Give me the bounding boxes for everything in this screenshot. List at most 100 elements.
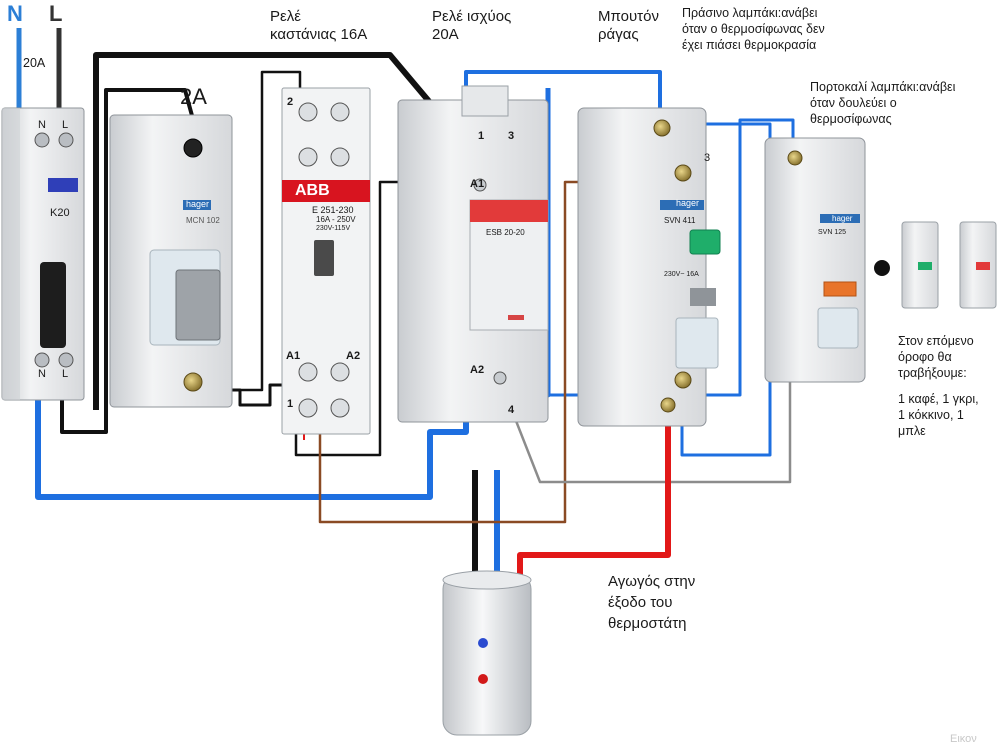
contactor-screw-a2 bbox=[493, 371, 507, 385]
timer-model: E 251-230 bbox=[312, 205, 354, 215]
timer-terminal-a1: A1 bbox=[286, 350, 301, 362]
hager-logo-icon bbox=[820, 214, 860, 223]
orange-lamp-note-1: Πορτοκαλί λαμπάκι:ανάβει bbox=[810, 80, 956, 94]
mcb-blue-label-icon bbox=[48, 178, 78, 192]
rail-button-brand: hager bbox=[676, 198, 700, 208]
button-actuator[interactable] bbox=[690, 288, 716, 306]
next-floor-note-4: 1 καφέ, 1 γκρι, bbox=[898, 392, 979, 406]
black-wire-timer-loop bbox=[200, 70, 302, 392]
mcb-bottom-terminal-l: L bbox=[62, 368, 69, 380]
supply-breaker-rating: 20A bbox=[23, 56, 46, 70]
button-screw-red bbox=[660, 397, 676, 413]
supply-neutral-label: N bbox=[7, 1, 23, 26]
power-relay-caption-1: Ρελέ ισχύος bbox=[432, 8, 512, 25]
indicator-lamp-model: SVN 125 bbox=[818, 229, 847, 236]
heater-red-indicator-icon bbox=[478, 674, 488, 684]
watermark: Εικον bbox=[950, 733, 977, 745]
next-floor-note-6: μπλε bbox=[898, 424, 926, 438]
power-contactor[interactable] bbox=[397, 85, 549, 423]
mcb-terminal-screw bbox=[34, 132, 50, 148]
isolator-bottom-screw bbox=[183, 372, 203, 392]
abb-brand: ABB bbox=[295, 182, 330, 199]
hager-logo-icon bbox=[660, 200, 704, 210]
next-floor-note-2: όροφο θα bbox=[898, 350, 952, 364]
rail-button-terminal-3: 3 bbox=[704, 152, 711, 164]
timer-screw bbox=[330, 102, 350, 122]
rail-button-model: SVN 411 bbox=[664, 216, 696, 225]
button-screw-3 bbox=[674, 164, 692, 182]
isolator-toggle[interactable] bbox=[175, 269, 221, 341]
thermostat-note-2: έξοδο του bbox=[608, 594, 673, 611]
power-relay-caption-2: 20Α bbox=[432, 26, 459, 43]
mcb-terminal-screw bbox=[34, 352, 50, 368]
rail-button-rating: 230V~ 16A bbox=[664, 271, 699, 278]
timer-screw-a2 bbox=[330, 362, 350, 382]
next-floor-note-5: 1 κόκκινο, 1 bbox=[898, 408, 964, 422]
contactor-terminal-a2: A2 bbox=[470, 364, 485, 376]
contactor-terminal-a1: A1 bbox=[470, 178, 485, 190]
blue-wire-lamp-return bbox=[672, 122, 772, 457]
timer-terminal-2: 2 bbox=[287, 96, 294, 108]
button-screw-top bbox=[653, 119, 671, 137]
mcb-toggle-lever[interactable] bbox=[40, 262, 66, 348]
supply-line-label: L bbox=[49, 1, 63, 26]
mcb-terminal-screw bbox=[58, 132, 74, 148]
mcb-model-label: K20 bbox=[50, 207, 70, 219]
green-lamp-button[interactable] bbox=[689, 229, 721, 255]
indicator-lamp-module[interactable] bbox=[764, 137, 866, 383]
green-lamp-note-1: Πράσινο λαμπάκι:ανάβει bbox=[682, 6, 818, 20]
timer-relay-caption-1: Ρελέ bbox=[270, 8, 301, 25]
mcb-top-terminal-l: L bbox=[62, 119, 69, 131]
contactor-terminal-4: 4 bbox=[508, 404, 515, 416]
bullet-dot-icon bbox=[874, 260, 890, 276]
timer-selector-knob[interactable] bbox=[314, 240, 334, 276]
contactor-screw bbox=[473, 178, 487, 192]
rail-button-caption-2: ράγας bbox=[598, 26, 639, 43]
spare-modules-preview bbox=[874, 221, 997, 309]
isolator-switch[interactable] bbox=[109, 114, 233, 408]
green-lamp-note-3: έχει πιάσει θερμοκρασία bbox=[682, 38, 817, 52]
isolator-model: MCN 102 bbox=[186, 216, 220, 225]
timer-relay[interactable] bbox=[281, 87, 371, 435]
orange-lamp bbox=[823, 281, 857, 297]
next-floor-note-1: Στον επόμενο bbox=[898, 334, 974, 348]
timer-screw-2 bbox=[298, 102, 318, 122]
next-floor-note-3: τραβήξουμε: bbox=[898, 366, 967, 380]
thermostat-note-1: Αγωγός στην bbox=[608, 573, 696, 590]
timer-screw-a1 bbox=[298, 362, 318, 382]
heater-blue-indicator-icon bbox=[478, 638, 488, 648]
timer-screw-1 bbox=[298, 398, 318, 418]
timer-relay-caption-2: καστάνιας 16Α bbox=[270, 26, 368, 43]
hager-logo-icon bbox=[183, 200, 211, 210]
red-thermostat-wire bbox=[517, 408, 671, 582]
abb-red-band bbox=[282, 180, 370, 202]
orange-lamp-note-3: θερμοσίφωνας bbox=[810, 112, 892, 126]
contactor-model: ESB 20-20 bbox=[486, 228, 525, 237]
rail-button-caption-1: Μπουτόν bbox=[598, 8, 659, 25]
isolator-brand: hager bbox=[186, 199, 210, 209]
mcb-terminal-screw bbox=[58, 352, 74, 368]
black-phase-wire-bottom bbox=[60, 88, 202, 434]
green-lamp-note-2: όταν ο θερμοσίφωνας δεν bbox=[682, 22, 825, 36]
black-phase-wire-top bbox=[93, 52, 441, 410]
rail-push-button[interactable] bbox=[577, 107, 721, 427]
contactor-red-band bbox=[470, 200, 548, 222]
miniature-circuit-breaker[interactable] bbox=[1, 107, 85, 401]
timer-screw bbox=[330, 147, 350, 167]
contactor-terminal-1: 1 bbox=[478, 130, 485, 142]
indicator-lamp-brand: hager bbox=[832, 214, 853, 223]
water-heater bbox=[442, 570, 532, 736]
contactor-indicator bbox=[508, 315, 524, 320]
timer-rating: 16A - 250V bbox=[316, 215, 356, 224]
isolator-top-screw bbox=[183, 138, 203, 158]
timer-terminal-a2: A2 bbox=[346, 350, 361, 362]
button-screw-bottom bbox=[674, 371, 692, 389]
lamp-screw bbox=[787, 150, 803, 166]
orange-lamp-note-2: όταν δουλεύει ο bbox=[810, 96, 897, 110]
timer-voltage: 230V-115V bbox=[316, 225, 351, 232]
timer-terminal-1: 1 bbox=[287, 398, 294, 410]
contactor-terminal-3: 3 bbox=[508, 130, 515, 142]
timer-screw bbox=[298, 147, 318, 167]
blue-neutral-wire bbox=[35, 395, 469, 500]
